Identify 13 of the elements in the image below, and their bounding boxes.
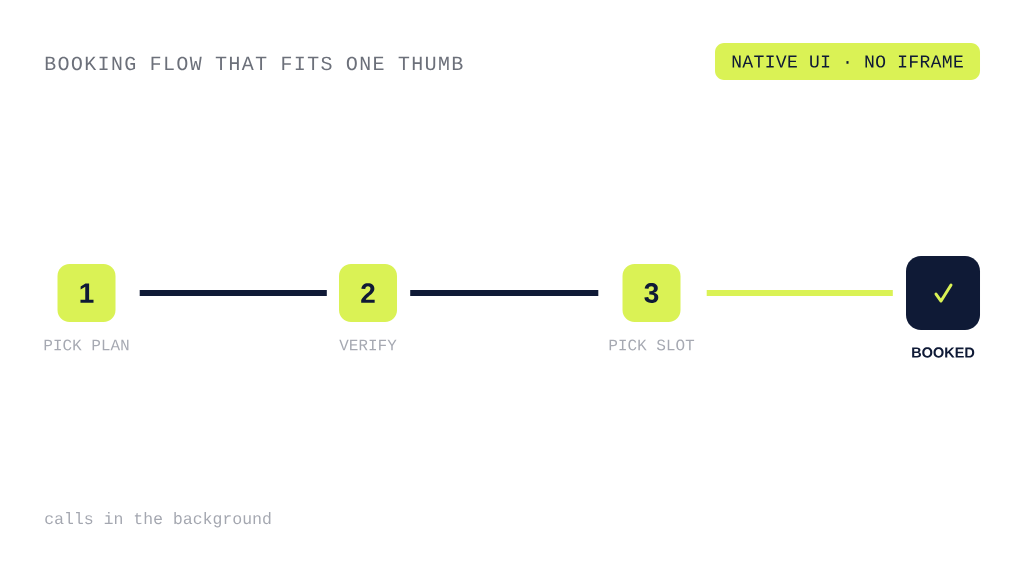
tag-badge: NATIVE UI · NO IFRAME [715, 43, 980, 80]
footnote: calls in the background [45, 512, 271, 528]
step-box: 1 [57, 264, 116, 322]
step-box: 2 [339, 264, 397, 322]
step-label: BOOKED [912, 347, 975, 358]
step-label: VERIFY [339, 339, 397, 351]
connector-line [139, 290, 327, 296]
step-label: PICK SLOT [609, 339, 695, 351]
step-label: PICK PLAN [44, 339, 129, 351]
connector-line [706, 290, 893, 296]
connector-line [410, 290, 599, 296]
step-box: 3 [622, 264, 681, 322]
title: BOOKING FLOW THAT FITS ONE THUMB [45, 56, 463, 71]
